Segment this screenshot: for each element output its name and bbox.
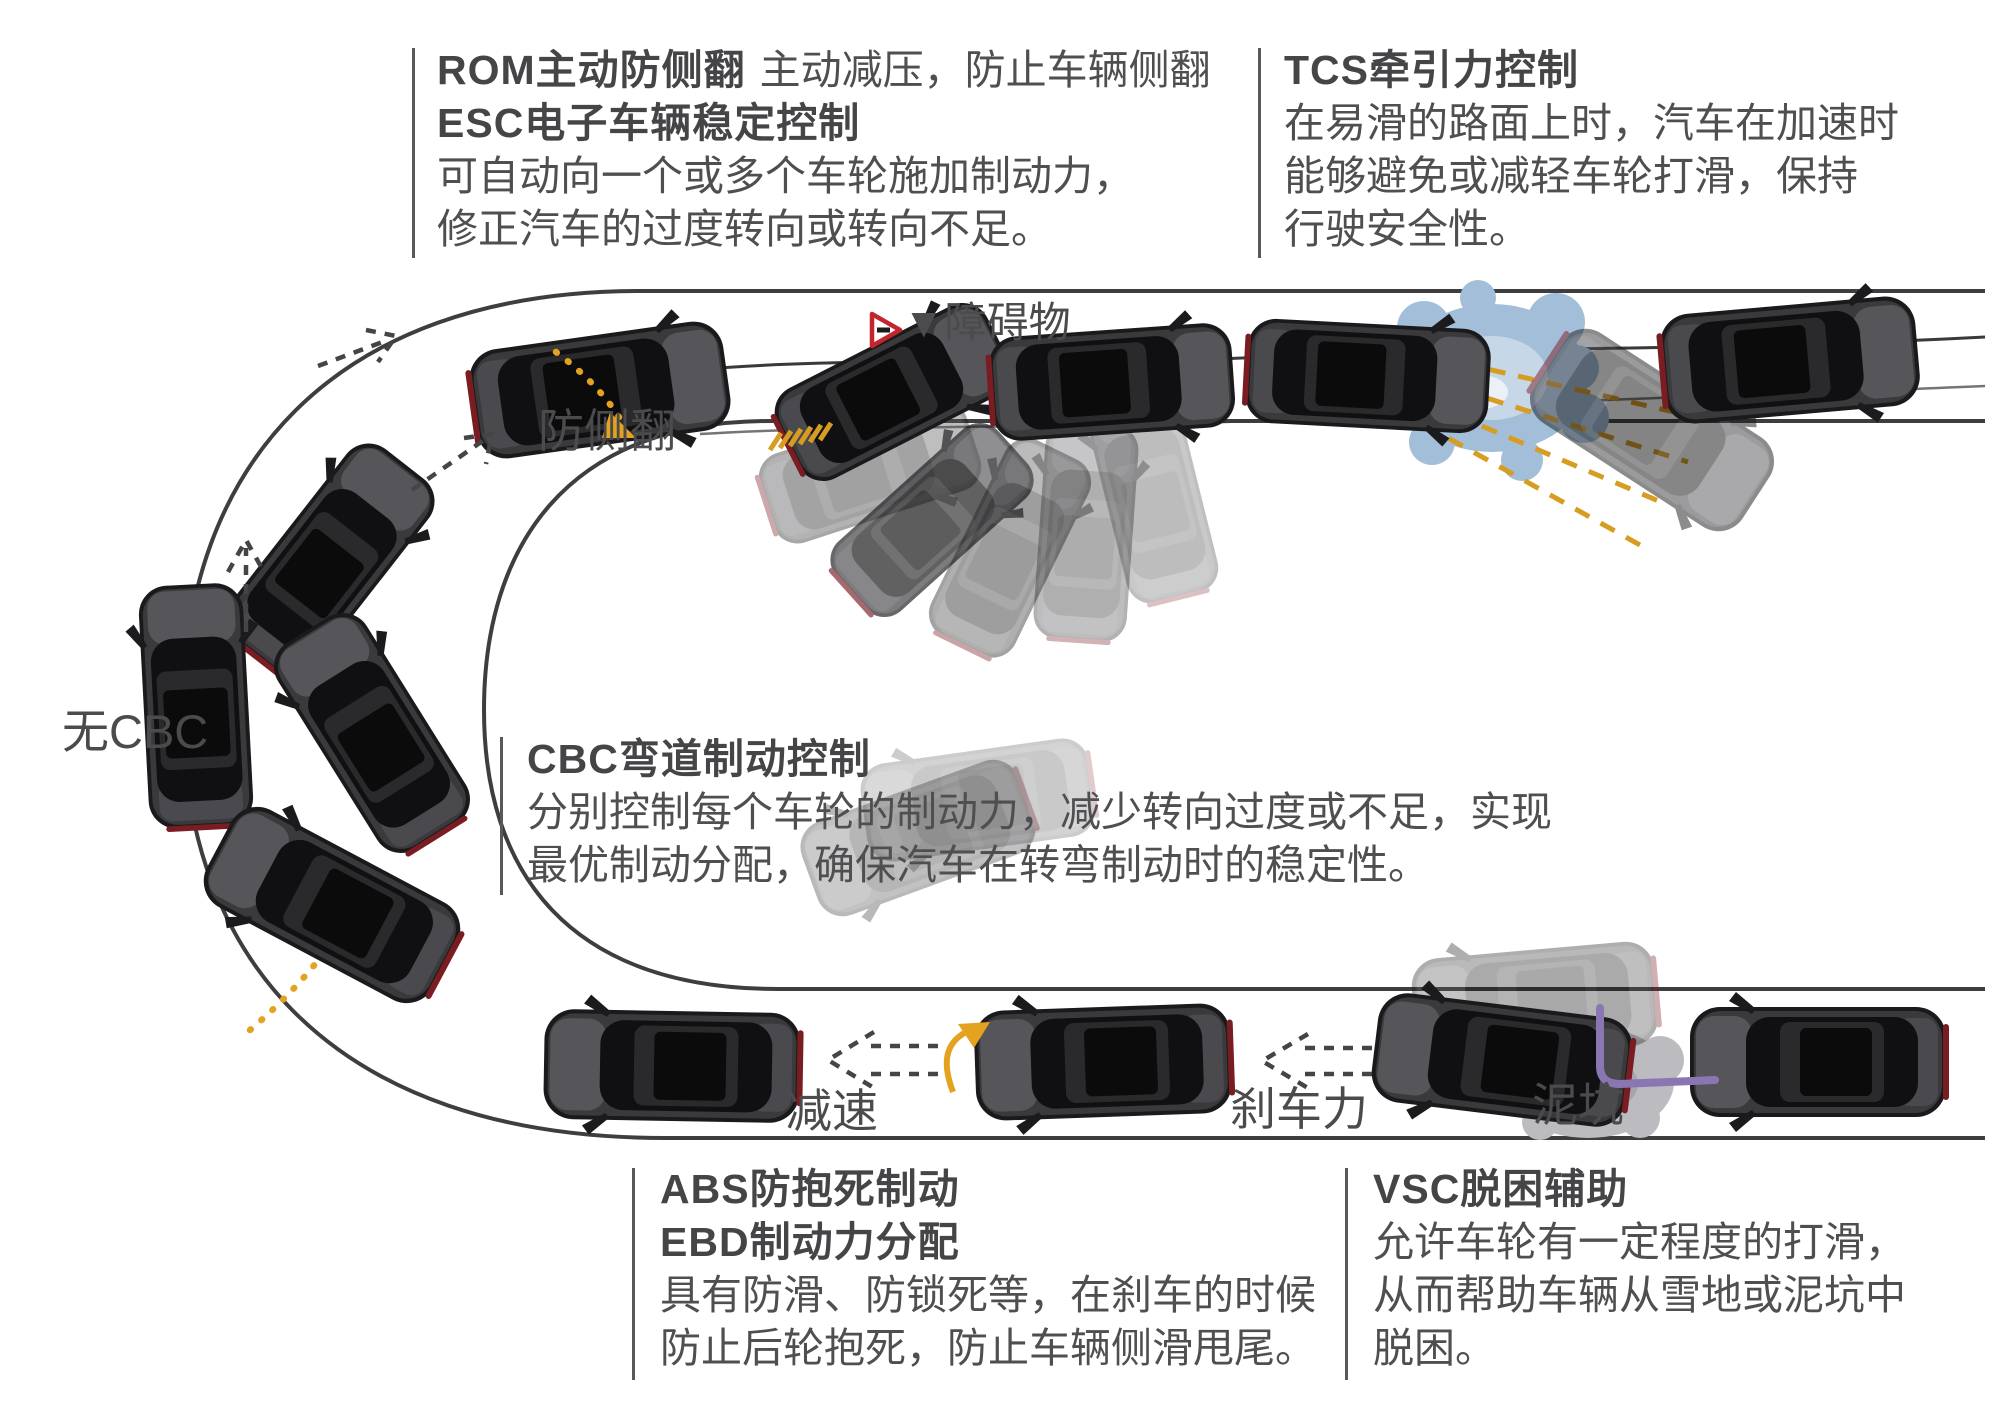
car-towing xyxy=(1690,992,1949,1132)
obstacle-warning-icon xyxy=(869,311,903,349)
tcs-divider xyxy=(1258,48,1261,258)
tcs-body-line-1: 在易滑的路面上时，汽车在加速时 xyxy=(1284,100,1899,146)
car-decelerate xyxy=(542,993,805,1139)
abs-title: ABS防抱死制动 xyxy=(660,1166,960,1212)
brake-force-label: 刹车力 xyxy=(1230,1083,1368,1135)
dotted-arc-rollover-head xyxy=(602,412,636,438)
cbc-divider xyxy=(500,737,503,895)
tcs-block: TCS牵引力控制 在易滑的路面上时，汽车在加速时 能够避免或减轻车轮打滑，保持 … xyxy=(1284,44,1899,256)
vsc-body-line-1: 允许车轮有一定程度的打滑， xyxy=(1373,1219,1906,1265)
tow-rope xyxy=(1596,1004,1719,1089)
rom-title-line: ROM主动防侧翻主动减压，防止车辆侧翻 xyxy=(437,44,1211,97)
decelerate-label: 减速 xyxy=(786,1085,878,1137)
rom-esc-block: ROM主动防侧翻主动减压，防止车辆侧翻 ESC电子车辆稳定控制 可自动向一个或多… xyxy=(437,44,1211,256)
obstacle-marker-icon: ▼ xyxy=(903,299,945,346)
cbc-block: CBC弯道制动控制 分别控制每个车轮的制动力，减少转向过度或不足，实现 最优制动… xyxy=(527,733,1552,892)
arrow-left-1 xyxy=(823,1030,938,1090)
tcs-title: TCS牵引力控制 xyxy=(1284,47,1579,93)
arrow-up xyxy=(226,535,266,632)
vsc-block: VSC脱困辅助 允许车轮有一定程度的打滑， 从而帮助车辆从雪地或泥坑中 脱困。 xyxy=(1373,1163,1906,1375)
no-cbc-label: 无CBC xyxy=(62,705,209,758)
vsc-divider xyxy=(1345,1168,1348,1380)
arrow-top-left xyxy=(317,327,400,369)
anti-rollover-label: 防侧翻 xyxy=(538,405,676,457)
abs-ebd-block: ABS防抱死制动 EBD制动力分配 具有防滑、防锁死等，在刹车的时候 防止后轮抱… xyxy=(660,1163,1316,1375)
car-top-right xyxy=(1653,279,1924,442)
ebd-title: EBD制动力分配 xyxy=(660,1219,960,1265)
dotted-arc-hairpin xyxy=(246,954,324,1034)
car-brake-force xyxy=(972,987,1237,1137)
esc-body-line-2: 修正汽车的过度转向或转向不足。 xyxy=(437,206,1052,252)
rom-subtitle: 主动减压，防止车辆侧翻 xyxy=(759,47,1211,93)
esc-title: ESC电子车辆稳定控制 xyxy=(437,100,861,146)
arrow-hairpin xyxy=(410,431,495,492)
cars xyxy=(123,279,1949,1146)
rom-title: ROM主动防侧翻 xyxy=(437,47,746,93)
abs-ebd-divider xyxy=(632,1168,635,1380)
cbc-body-line-1: 分别控制每个车轮的制动力，减少转向过度或不足，实现 xyxy=(527,789,1552,835)
vsc-body-line-2: 从而帮助车辆从雪地或泥坑中 xyxy=(1373,1272,1906,1318)
cbc-body-line-2: 最优制动分配，确保汽车在转弯制动时的稳定性。 xyxy=(527,842,1429,888)
vsc-title: VSC脱困辅助 xyxy=(1373,1166,1629,1212)
tcs-body-line-2: 能够避免或减轻车轮打滑，保持 xyxy=(1284,153,1858,199)
abs-body-line-2: 防止后轮抱死，防止车辆侧滑甩尾。 xyxy=(660,1325,1316,1371)
mud-pit-label: 泥坑 xyxy=(1532,1079,1624,1131)
track-inner-edge xyxy=(481,419,1985,991)
obstacle-label: ▼障碍物 xyxy=(903,299,1071,346)
esc-body-line-1: 可自动向一个或多个车轮施加制动力， xyxy=(437,153,1134,199)
hatch-marks xyxy=(767,421,834,452)
yellow-accents xyxy=(246,348,990,1094)
arrow-left-2 xyxy=(1257,1032,1372,1090)
tcs-body-line-3: 行驶安全性。 xyxy=(1284,206,1530,252)
curved-arrow-brake xyxy=(943,1027,972,1094)
rom-esc-divider xyxy=(412,48,415,258)
direction-arrows xyxy=(226,327,1372,1090)
cbc-title: CBC弯道制动控制 xyxy=(527,736,871,782)
dotted-arc-rollover xyxy=(552,348,626,426)
vsc-body-line-3: 脱困。 xyxy=(1373,1325,1496,1371)
abs-body-line-1: 具有防滑、防锁死等，在刹车的时候 xyxy=(660,1272,1316,1318)
curved-arrow-brake-head xyxy=(958,1022,990,1048)
